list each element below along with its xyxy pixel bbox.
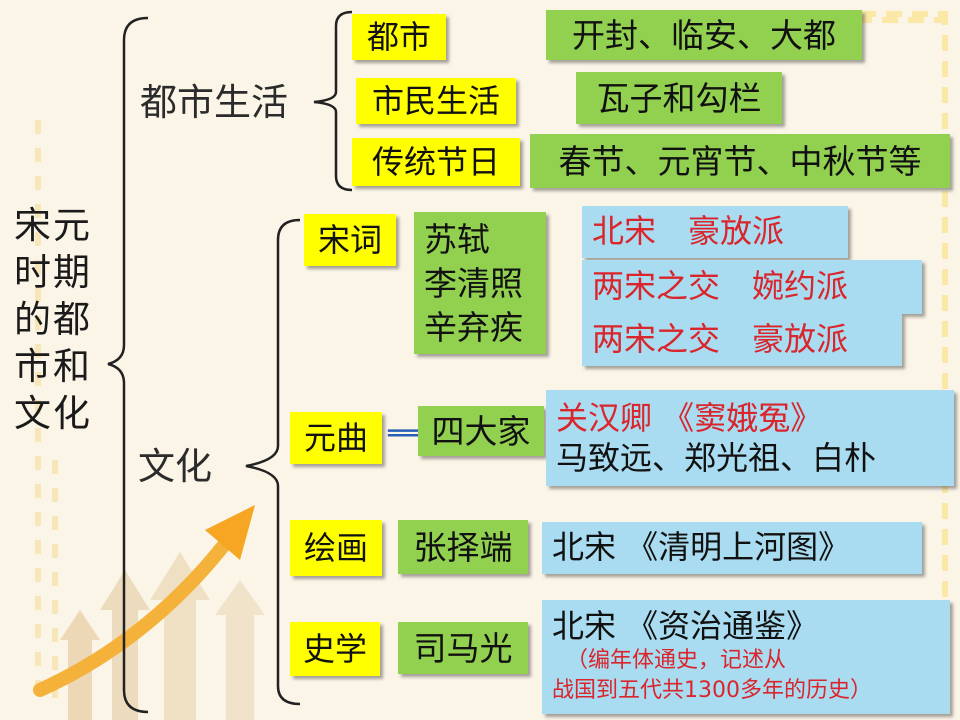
poet-su-shi: 苏轼 bbox=[424, 220, 490, 259]
zizhi-tongjian-work: 北宋 《资治通鉴》 bbox=[552, 607, 819, 645]
branch-city-life: 都市生活 bbox=[140, 81, 288, 124]
rising-arrow-icon bbox=[33, 533, 235, 697]
school-transition-haofang: 两宋之交 豪放派 bbox=[582, 314, 902, 366]
school-transition-wanyue: 两宋之交 婉约派 bbox=[582, 260, 922, 314]
zizhi-tongjian-box: 北宋 《资治通鉴》 （编年体通史，记述从 战国到五代共1300多年的历史） bbox=[542, 600, 950, 714]
diagram-title: 宋元时期的都市和文化 bbox=[14, 204, 92, 435]
festival-detail: 春节、元宵节、中秋节等 bbox=[530, 134, 950, 188]
poet-li-qingzhao: 李清照 bbox=[424, 264, 523, 303]
zizhi-note-line2: 战国到五代共1300多年的历史） bbox=[552, 678, 872, 703]
zizhi-note-line1: （编年体通史，记述从 bbox=[566, 648, 787, 673]
four-masters-label: 四大家 bbox=[418, 406, 544, 456]
growth-arrows-illustration bbox=[60, 552, 265, 720]
zhang-zeduan-label: 张择端 bbox=[398, 520, 528, 574]
ci-label: 宋词 bbox=[304, 214, 396, 266]
qu-label: 元曲 bbox=[290, 412, 382, 464]
ci-poets-box: 苏轼 李清照 辛弃疾 bbox=[414, 212, 546, 354]
city-life-bracket bbox=[313, 10, 353, 192]
city-label: 都市 bbox=[352, 14, 446, 60]
school-north-song-haofang: 北宋 豪放派 bbox=[582, 206, 848, 258]
guan-hanqing-work: 关汉卿 《窦娥冤》 bbox=[556, 399, 823, 437]
main-bracket bbox=[107, 16, 149, 714]
qingming-work: 北宋 《清明上河图》 bbox=[542, 522, 922, 574]
city-detail: 开封、临安、大都 bbox=[546, 10, 862, 60]
festival-label: 传统节日 bbox=[352, 138, 520, 186]
history-label: 史学 bbox=[290, 622, 380, 676]
sima-guang-label: 司马光 bbox=[398, 622, 528, 674]
qu-detail-box: 关汉卿 《窦娥冤》 马致远、郑光祖、白朴 bbox=[546, 390, 954, 486]
branch-culture: 文化 bbox=[138, 445, 212, 488]
painting-label: 绘画 bbox=[290, 520, 382, 576]
other-masters: 马致远、郑光祖、白朴 bbox=[556, 439, 877, 477]
citizen-life-detail: 瓦子和勾栏 bbox=[576, 72, 782, 124]
poet-xin-qiji: 辛弃疾 bbox=[424, 308, 523, 347]
culture-bracket bbox=[245, 218, 301, 706]
citizen-life-label: 市民生活 bbox=[356, 78, 516, 124]
